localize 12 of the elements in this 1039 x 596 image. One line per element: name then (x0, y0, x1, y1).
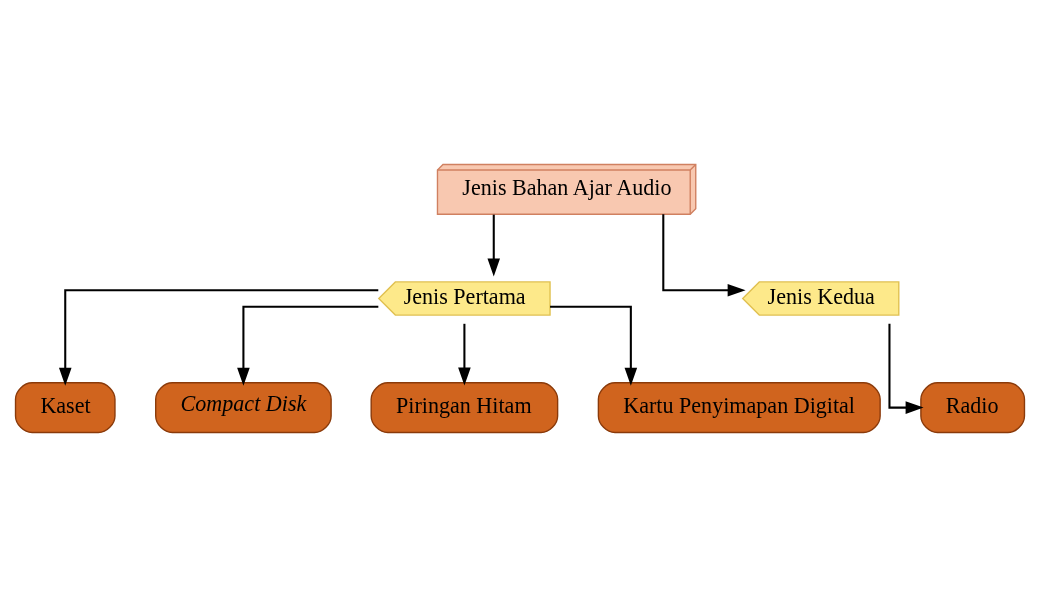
arrow (887, 323, 924, 414)
arrow (486, 214, 500, 276)
arrow (661, 213, 746, 296)
arrow (457, 323, 471, 386)
node-box: Compact Disk (154, 381, 332, 433)
arrow (58, 288, 378, 386)
arrow (549, 305, 637, 386)
arrow (236, 305, 378, 386)
node-box: Kaset (14, 381, 116, 433)
node-box: Radio (919, 381, 1025, 433)
node-box: Kartu Penyimapan Digital (597, 381, 881, 433)
node-box: Piringan Hitam (370, 381, 558, 433)
